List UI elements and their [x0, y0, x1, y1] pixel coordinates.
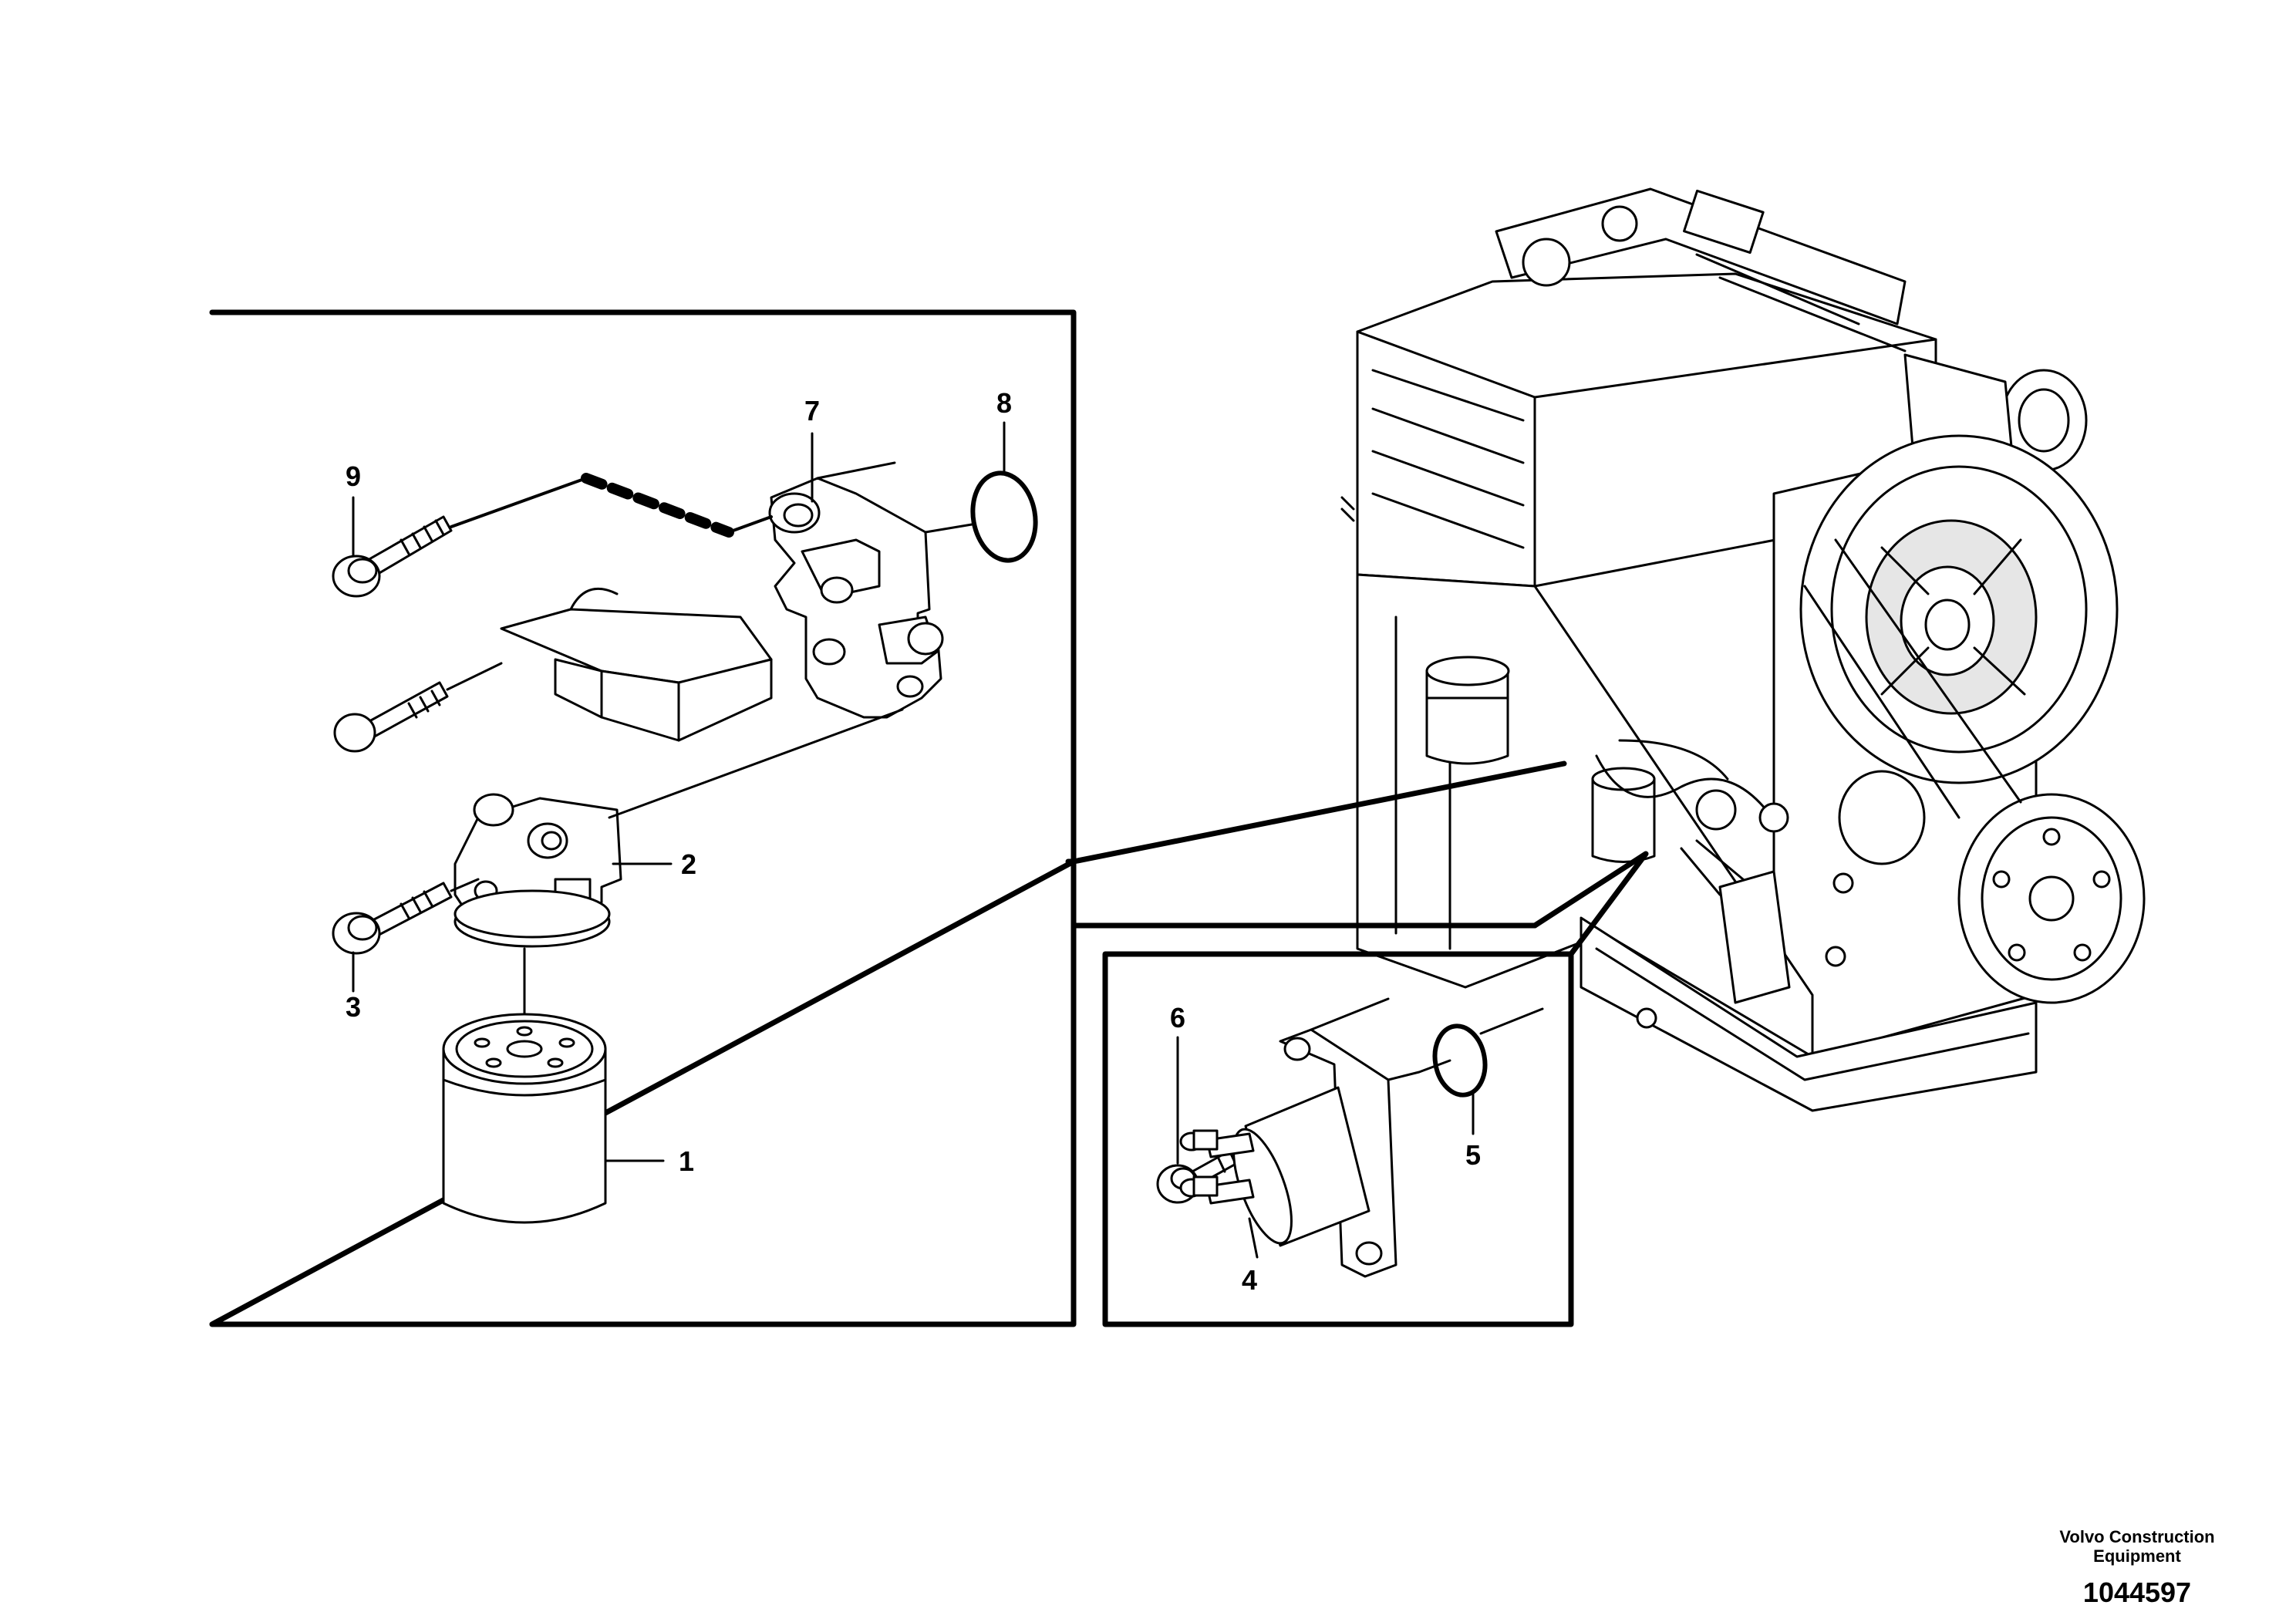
- bolt-secondary: [333, 662, 503, 753]
- callout-6: 6: [1170, 1002, 1185, 1034]
- brand-label: Volvo Construction Equipment: [2045, 1527, 2230, 1566]
- filter-head: [453, 708, 904, 948]
- adapter-plate: [768, 461, 973, 719]
- detail-box-oil-filter: [209, 309, 1567, 1327]
- brand-line-2: Equipment: [2093, 1546, 2181, 1566]
- detail-frame-oil-filter: [209, 309, 1077, 1327]
- callout-leaders: [352, 421, 1475, 1259]
- callout-numbers: 1 2 3 4 5 6 7 8 9: [346, 387, 1481, 1296]
- bracket: [500, 587, 773, 742]
- oil-filter: [442, 947, 607, 1224]
- callout-7: 7: [804, 395, 820, 427]
- document-number: 1044597: [2082, 1576, 2192, 1608]
- callout-4: 4: [1242, 1264, 1257, 1296]
- o-ring-small: [1432, 1007, 1544, 1098]
- callout-8: 8: [996, 387, 1012, 419]
- engine-overview: [1340, 187, 2146, 1112]
- callout-5: 5: [1465, 1139, 1481, 1171]
- leader-bolt-9-dashed: [450, 477, 588, 528]
- pointer-wedge-upper: [1070, 760, 1567, 865]
- detail-box-sensor: [1070, 851, 1649, 1327]
- pressure-sensor: [1179, 997, 1451, 1278]
- brand-line-1: Volvo Construction: [2059, 1527, 2215, 1546]
- callout-1: 1: [679, 1145, 694, 1177]
- bolt-3: [332, 878, 480, 955]
- o-ring-large: [970, 470, 1038, 563]
- detail-frame-sensor: [1102, 951, 1574, 1327]
- bolt-9: [332, 515, 453, 598]
- callout-2: 2: [681, 848, 696, 880]
- callout-3: 3: [346, 991, 361, 1023]
- callout-9: 9: [346, 460, 361, 492]
